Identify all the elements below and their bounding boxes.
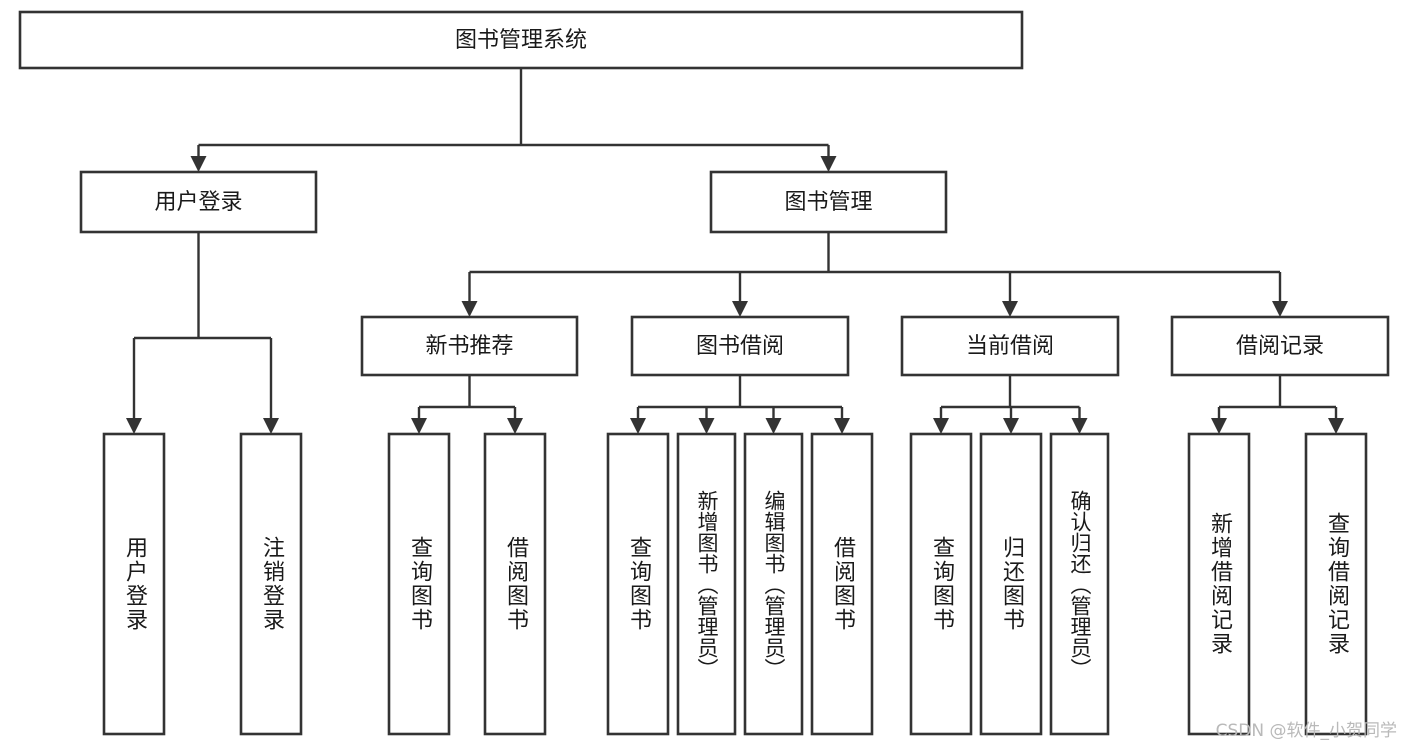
- node-level2-1-label: 图书借阅: [696, 334, 784, 359]
- arrow-head-icon: [461, 301, 478, 317]
- node-leaf-0[interactable]: [102, 432, 166, 736]
- node-level2-3[interactable]: [1170, 315, 1390, 377]
- arrow-head-icon: [411, 418, 427, 434]
- arrow-head-icon: [933, 418, 949, 434]
- node-leaf-7[interactable]: [810, 432, 874, 736]
- node-level2-3-label: 借阅记录: [1236, 334, 1324, 359]
- node-leaf-5[interactable]: [676, 432, 737, 736]
- arrow-head-icon: [263, 418, 279, 434]
- node-root-label: 图书管理系统: [455, 28, 587, 53]
- node-leaf-1[interactable]: [239, 432, 303, 736]
- node-level1-0[interactable]: [79, 170, 318, 234]
- node-level2-1[interactable]: [630, 315, 850, 377]
- node-leaf-2[interactable]: [387, 432, 451, 736]
- arrow-head-icon: [834, 418, 850, 434]
- box-layer: [18, 10, 1390, 736]
- node-level1-0-label: 用户登录: [154, 190, 242, 215]
- watermark-text: CSDN @软件_小贺同学: [1215, 721, 1397, 741]
- node-leaf-4[interactable]: [606, 432, 670, 736]
- arrow-head-icon: [732, 301, 748, 317]
- node-leaf-9[interactable]: [979, 432, 1043, 736]
- node-leaf-8[interactable]: [909, 432, 973, 736]
- connector-layer: [126, 68, 1344, 434]
- arrow-head-icon: [1272, 301, 1288, 317]
- arrow-head-icon: [1003, 418, 1019, 434]
- arrow-head-icon: [765, 418, 782, 434]
- arrow-head-icon: [1002, 301, 1018, 317]
- arrow-head-icon: [630, 418, 646, 434]
- arrow-head-icon: [820, 156, 837, 172]
- node-leaf-3[interactable]: [483, 432, 547, 736]
- node-leaf-6[interactable]: [743, 432, 804, 736]
- node-level2-2-label: 当前借阅: [966, 334, 1054, 359]
- arrow-head-icon: [190, 156, 207, 172]
- arrow-head-icon: [507, 418, 523, 434]
- node-level1-1-label: 图书管理: [784, 190, 872, 215]
- arrow-head-icon: [1328, 418, 1344, 434]
- arrow-head-icon: [1211, 418, 1227, 434]
- node-level2-0-label: 新书推荐: [425, 334, 513, 359]
- node-level2-2[interactable]: [900, 315, 1120, 377]
- node-leaf-12[interactable]: [1304, 432, 1368, 736]
- node-level2-0[interactable]: [360, 315, 579, 377]
- node-leaf-11[interactable]: [1187, 432, 1251, 736]
- arrow-head-icon: [1071, 418, 1088, 434]
- arrow-head-icon: [126, 418, 142, 434]
- node-leaf-10[interactable]: [1049, 432, 1110, 736]
- node-root[interactable]: [18, 10, 1024, 70]
- arrow-head-icon: [698, 418, 715, 434]
- node-level1-1[interactable]: [709, 170, 948, 234]
